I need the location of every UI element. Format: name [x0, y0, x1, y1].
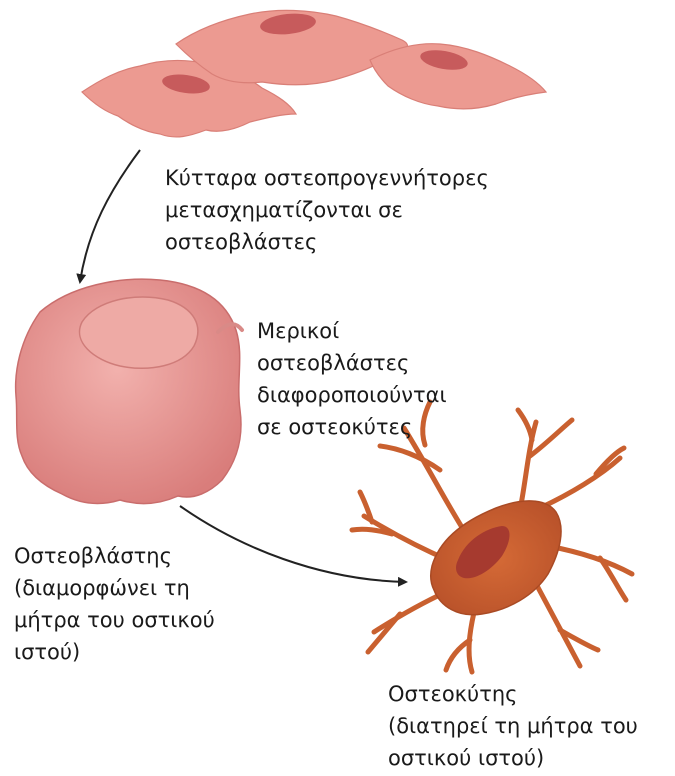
progenitor-cells — [82, 10, 546, 137]
osteoblast-nucleus — [80, 297, 198, 368]
label-osteocyte: Οστεοκύτης (διατηρεί τη μήτρα του οστικο… — [388, 678, 638, 774]
label-line: μετασχηματίζονται σε — [165, 194, 489, 226]
label-line: (διατηρεί τη μήτρα του — [388, 710, 638, 742]
osteoblast-cell — [16, 279, 242, 503]
label-osteoblast-differentiate: Μερικοί οστεοβλάστες διαφοροποιούνται σε… — [257, 315, 447, 443]
label-osteoblast: Οστεοβλάστης (διαμορφώνει τη μήτρα του ο… — [14, 540, 215, 668]
label-line: Μερικοί — [257, 315, 447, 347]
label-line: οστεοβλάστες — [165, 226, 489, 258]
label-progenitor-transform: Κύτταρα οστεοπρογεννήτορες μετασχηματίζο… — [165, 162, 489, 258]
label-line: μήτρα του οστικού — [14, 604, 215, 636]
label-line: οστικού ιστού) — [388, 742, 638, 774]
label-line: Οστεοκύτης — [388, 678, 638, 710]
label-line: σε οστεοκύτες — [257, 411, 447, 443]
label-line: οστεοβλάστες — [257, 347, 447, 379]
label-line: ιστού) — [14, 636, 215, 668]
label-line: (διαμορφώνει τη — [14, 572, 215, 604]
progenitor-cell-right — [370, 44, 546, 109]
label-line: Κύτταρα οστεοπρογεννήτορες — [165, 162, 489, 194]
label-line: Οστεοβλάστης — [14, 540, 215, 572]
label-line: διαφοροποιούνται — [257, 379, 447, 411]
arrow-progenitor-to-osteoblast — [80, 150, 140, 282]
